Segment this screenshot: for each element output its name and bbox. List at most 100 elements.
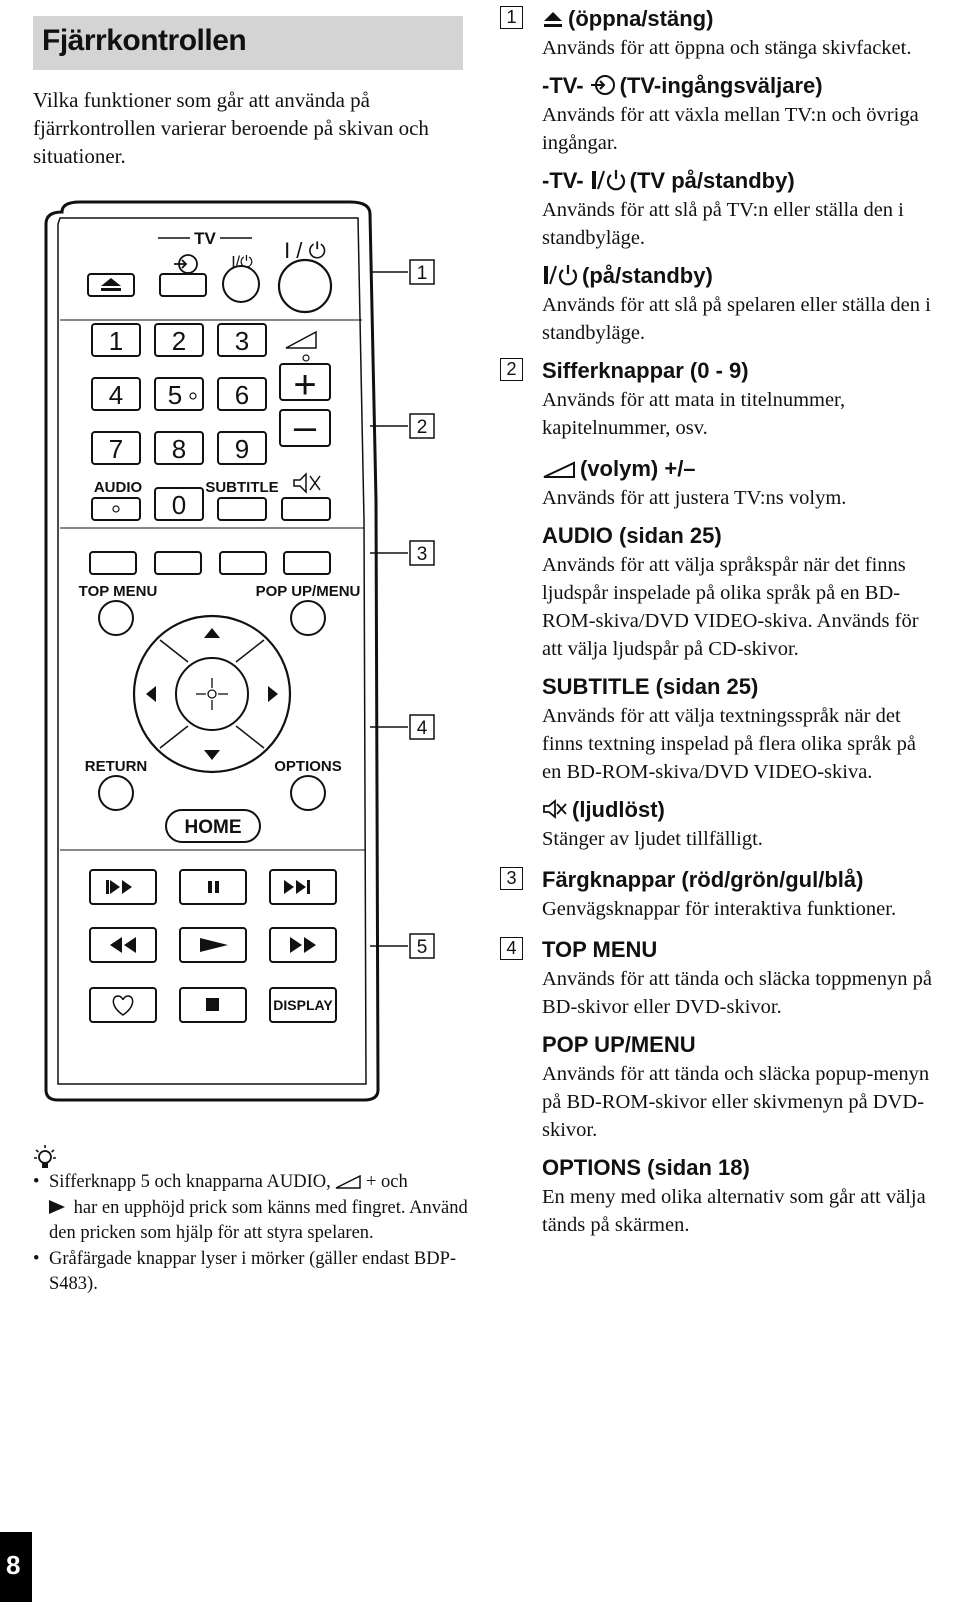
item-audio: AUDIO (sidan 25) Används för att välja s… bbox=[494, 521, 939, 663]
num-2-label: 2 bbox=[172, 326, 186, 356]
callout-label-2: 2 bbox=[417, 417, 428, 438]
volume-plus-button bbox=[279, 363, 331, 401]
callout-label-3: 3 bbox=[417, 544, 428, 565]
play-icon bbox=[200, 938, 228, 952]
num-6-label: 6 bbox=[235, 380, 249, 410]
power-icon bbox=[544, 265, 578, 286]
num-2-button bbox=[154, 323, 204, 357]
item-description: Genvägsknappar för interaktiva funktione… bbox=[542, 898, 897, 920]
eject-icon bbox=[544, 12, 562, 27]
home-label: HOME bbox=[185, 817, 242, 838]
prev-button bbox=[89, 869, 157, 905]
tip-1-prefix: Sifferknapp 5 och knapparna AUDIO, bbox=[49, 1172, 331, 1192]
page-number: 8 bbox=[6, 1550, 21, 1580]
volume-plus-label: + bbox=[293, 363, 316, 407]
item-tv-input: -TV- (TV-ingångsväljare) Används för att… bbox=[494, 71, 939, 157]
num-7-button bbox=[91, 431, 141, 465]
item-description: Används för att tända och släcka toppmen… bbox=[542, 968, 932, 1018]
subtitle-label: SUBTITLE bbox=[205, 479, 278, 496]
up-arrow-icon bbox=[204, 628, 220, 638]
item-heading: SUBTITLE (sidan 25) bbox=[542, 674, 759, 699]
num-4-button bbox=[91, 377, 141, 411]
item-volume: (volym) +/– Används för att justera TV:n… bbox=[494, 454, 939, 512]
fast-forward-icon bbox=[290, 937, 316, 953]
enter-icon bbox=[196, 678, 228, 710]
item-heading: AUDIO (sidan 25) bbox=[542, 523, 722, 548]
item-heading: (volym) +/– bbox=[580, 456, 696, 481]
callout-label-4: 4 bbox=[417, 718, 428, 739]
callout-5: 5 bbox=[409, 933, 435, 959]
item-description: Används för att välja språkspår när det … bbox=[542, 554, 919, 660]
tip-icon bbox=[34, 1145, 56, 1168]
num-8-button bbox=[154, 431, 204, 465]
options-button bbox=[290, 775, 326, 811]
tip-1-mid: + och bbox=[365, 1172, 408, 1192]
item-description: Används för att slå på TV:n eller ställa… bbox=[542, 199, 904, 249]
down-arrow-icon bbox=[204, 750, 220, 760]
display-button bbox=[269, 987, 337, 1023]
popup-menu-label: POP UP/MENU bbox=[256, 583, 361, 600]
home-button bbox=[165, 809, 261, 843]
popup-menu-button bbox=[290, 600, 326, 636]
eject-button bbox=[87, 273, 135, 297]
heart-icon bbox=[112, 995, 134, 1016]
rewind-button bbox=[89, 927, 157, 963]
volume-minus-label: – bbox=[294, 405, 317, 449]
item-description: Används för att slå på spelaren eller st… bbox=[542, 294, 931, 344]
remote-body bbox=[44, 200, 380, 1102]
volume-minus-button bbox=[279, 409, 331, 447]
item-heading: Sifferknappar (0 - 9) bbox=[542, 358, 749, 383]
item-popup-menu: POP UP/MENU Används för att tända och sl… bbox=[494, 1030, 939, 1144]
num-1-button bbox=[91, 323, 141, 357]
mute-icon bbox=[293, 472, 321, 494]
mute-icon bbox=[543, 799, 567, 819]
num-0-label: 0 bbox=[172, 490, 186, 520]
red-button bbox=[89, 551, 137, 575]
item-heading: (ljudlöst) bbox=[572, 797, 665, 822]
item-description: Används för att växla mellan TV:n och öv… bbox=[542, 104, 919, 154]
tv-input-button bbox=[159, 273, 207, 297]
callout-1: 1 bbox=[409, 259, 435, 285]
item-description: Stänger av ljudet tillfälligt. bbox=[542, 828, 763, 850]
item-subtitle: SUBTITLE (sidan 25) Används för att välj… bbox=[494, 672, 939, 786]
return-label: RETURN bbox=[85, 758, 148, 775]
yellow-button bbox=[219, 551, 267, 575]
options-label: OPTIONS bbox=[274, 758, 342, 775]
item-heading: (TV-ingångsväljare) bbox=[619, 73, 823, 98]
audio-button bbox=[91, 497, 141, 521]
prev-icon bbox=[106, 880, 132, 894]
pause-button bbox=[179, 869, 247, 905]
item-number-buttons: 2 Sifferknappar (0 - 9) Används för att … bbox=[494, 356, 939, 442]
tip-1-rest: har en upphöjd prick som känns med fingr… bbox=[49, 1197, 468, 1244]
display-label: DISPLAY bbox=[273, 997, 333, 1013]
tv-group-label: TV bbox=[194, 229, 216, 248]
volume-icon bbox=[336, 1175, 362, 1189]
item-color-buttons: 3 Färgknappar (röd/grön/gul/blå) Genvägs… bbox=[494, 865, 939, 923]
right-arrow-icon bbox=[268, 686, 278, 702]
item-heading: (på/standby) bbox=[582, 263, 713, 288]
item-top-menu: 4 TOP MENU Används för att tända och slä… bbox=[494, 935, 939, 1021]
tv-power-button bbox=[222, 265, 260, 303]
tip-item: Gråfärgade knappar lyser i mörker (gälle… bbox=[33, 1247, 468, 1298]
item-number: 1 bbox=[500, 6, 523, 29]
num-6-button bbox=[217, 377, 267, 411]
item-heading: (öppna/stäng) bbox=[568, 6, 714, 31]
item-heading: Färgknappar (röd/grön/gul/blå) bbox=[542, 867, 864, 892]
audio-label: AUDIO bbox=[94, 479, 143, 496]
page-number-tab: 8 bbox=[0, 1532, 32, 1602]
item-heading-prefix: -TV- bbox=[542, 168, 590, 193]
return-button bbox=[98, 775, 134, 811]
num-1-label: 1 bbox=[109, 326, 123, 356]
pause-icon bbox=[208, 881, 219, 893]
item-eject: 1 (öppna/stäng) Används för att öppna oc… bbox=[494, 4, 939, 62]
power-button bbox=[277, 258, 333, 314]
page-title: Fjärrkontrollen bbox=[42, 24, 247, 57]
num-5-button bbox=[154, 377, 204, 411]
item-mute: (ljudlöst) Stänger av ljudet tillfälligt… bbox=[494, 795, 939, 853]
item-description: Används för att tända och släcka popup-m… bbox=[542, 1063, 930, 1141]
item-heading: TOP MENU bbox=[542, 937, 658, 962]
num-8-label: 8 bbox=[172, 434, 186, 464]
item-description: Används för att justera TV:ns volym. bbox=[542, 487, 847, 509]
num-5-label: 5 bbox=[168, 380, 182, 410]
item-power: (på/standby) Används för att slå på spel… bbox=[494, 261, 939, 347]
